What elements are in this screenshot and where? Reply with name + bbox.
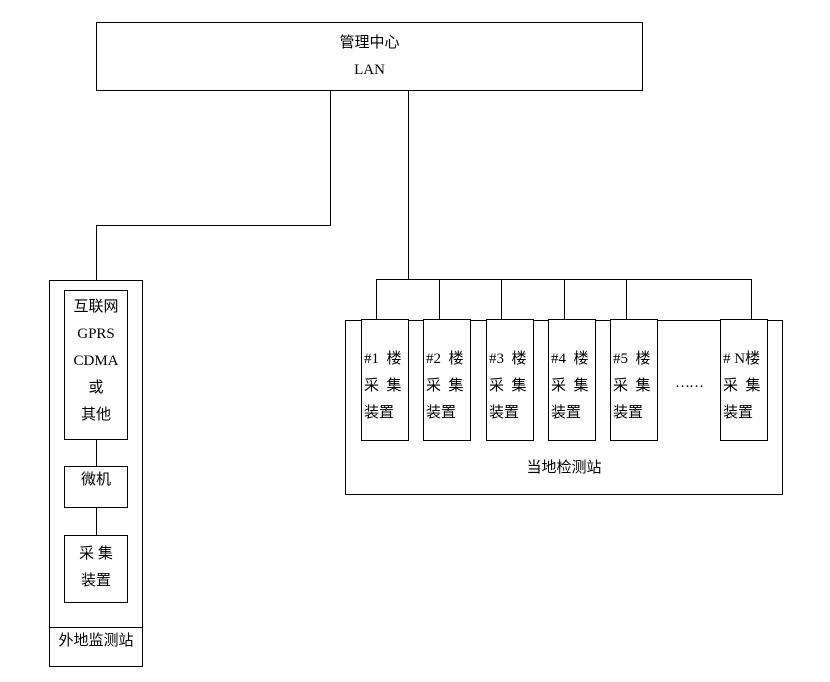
connector-building-4-drop	[564, 279, 565, 320]
building-ellipsis: ……	[675, 375, 704, 391]
connector-computer-to-collector	[96, 508, 97, 535]
connector-building-2-drop	[439, 279, 440, 320]
communication-box: 互联网 GPRS CDMA 或 其他	[64, 290, 128, 440]
building-3-line-1: #3 楼	[489, 351, 527, 367]
connector-building-3-drop	[501, 279, 502, 320]
building-1-collector: #1 楼 采 集 装置	[361, 319, 409, 441]
building-5-line-2: 采 集	[613, 378, 651, 394]
building-5-collector: #5 楼 采 集 装置	[610, 319, 658, 441]
connector-building-1-drop	[376, 279, 377, 320]
local-station-label: 当地检测站	[526, 460, 602, 476]
comm-line-other: 其他	[80, 407, 111, 423]
comm-line-gprs: GPRS	[77, 326, 115, 342]
connector-mgmt-to-local-down	[408, 90, 409, 279]
comm-line-or: 或	[88, 380, 104, 396]
management-network-label: LAN	[354, 62, 385, 78]
building-2-collector: #2 楼 采 集 装置	[423, 319, 471, 441]
building-1-line-2: 采 集	[364, 378, 402, 394]
building-n-line-2: 采 集	[723, 378, 761, 394]
remote-collector-line-2: 装置	[80, 573, 111, 589]
computer-box: 微机	[64, 466, 128, 508]
building-n-line-3: 装置	[723, 405, 754, 421]
building-5-line-1: #5 楼	[613, 351, 651, 367]
building-4-line-1: #4 楼	[551, 351, 589, 367]
remote-station-label: 外地监测站	[58, 633, 134, 649]
building-4-line-2: 采 集	[551, 378, 589, 394]
building-3-line-3: 装置	[489, 405, 520, 421]
building-3-line-2: 采 集	[489, 378, 527, 394]
building-2-line-1: #2 楼	[426, 351, 464, 367]
connector-remote-drop	[96, 225, 97, 280]
comm-line-cdma: CDMA	[73, 353, 119, 369]
building-1-line-3: 装置	[364, 405, 395, 421]
remote-collector-box: 采 集 装置	[64, 535, 128, 603]
building-5-line-3: 装置	[613, 405, 644, 421]
connector-mgmt-to-remote-horizontal	[96, 225, 331, 226]
management-center-box: 管理中心 LAN	[96, 22, 643, 91]
connector-building-n-drop	[751, 279, 752, 320]
building-1-line-1: #1 楼	[364, 351, 402, 367]
management-center-title: 管理中心	[339, 35, 400, 51]
connector-comm-to-computer	[96, 440, 97, 466]
building-2-line-2: 采 集	[426, 378, 464, 394]
building-n-collector: # N楼 采 集 装置	[720, 319, 768, 441]
building-4-line-3: 装置	[551, 405, 582, 421]
connector-mgmt-to-remote-down	[330, 90, 331, 225]
building-2-line-3: 装置	[426, 405, 457, 421]
connector-building-5-drop	[626, 279, 627, 320]
building-n-line-1: # N楼	[723, 351, 761, 367]
comm-line-internet: 互联网	[73, 299, 119, 315]
building-4-collector: #4 楼 采 集 装置	[548, 319, 596, 441]
remote-station-label-divider	[49, 627, 143, 628]
remote-collector-line-1: 采 集	[79, 546, 113, 562]
building-3-collector: #3 楼 采 集 装置	[486, 319, 534, 441]
computer-label: 微机	[80, 472, 111, 488]
